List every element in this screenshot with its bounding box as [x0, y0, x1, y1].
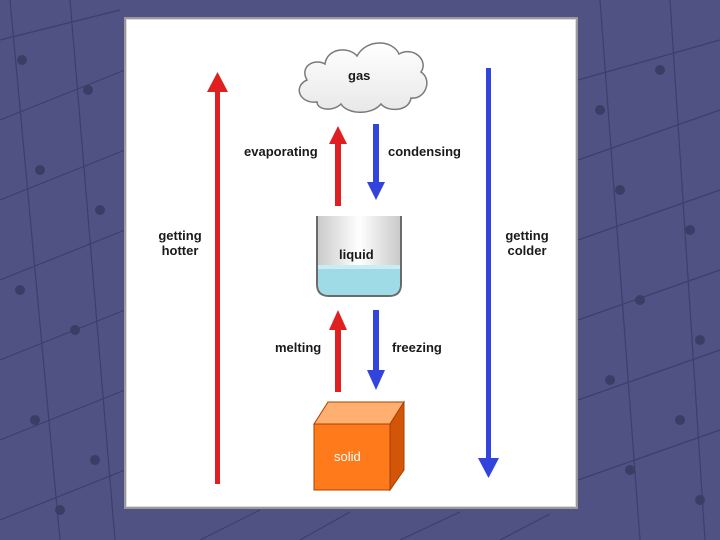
- solid-label: solid: [334, 449, 361, 464]
- getting-hotter-line1: getting: [158, 228, 202, 243]
- diagram-frame: gas evaporating condensing getting hotte…: [124, 17, 578, 509]
- getting-colder-arrow: [478, 68, 499, 478]
- states-of-matter-diagram: [207, 42, 499, 492]
- evaporating-arrow: [329, 126, 347, 206]
- gas-cloud: [298, 42, 428, 113]
- solid-cube: [313, 400, 405, 492]
- getting-hotter-line2: hotter: [161, 243, 199, 258]
- getting-hotter-label: getting hotter: [153, 228, 207, 258]
- getting-colder-label: getting colder: [499, 228, 555, 258]
- condensing-arrow: [367, 124, 385, 200]
- getting-colder-line2: colder: [507, 243, 547, 258]
- evaporating-label: evaporating: [244, 144, 318, 159]
- diagram-panel: gas evaporating condensing getting hotte…: [126, 19, 576, 507]
- freezing-arrow: [367, 310, 385, 390]
- freezing-label: freezing: [392, 340, 442, 355]
- liquid-beaker: [316, 216, 402, 297]
- getting-hotter-arrow: [207, 72, 228, 484]
- getting-colder-line1: getting: [505, 228, 549, 243]
- melting-arrow: [329, 310, 347, 392]
- gas-label: gas: [348, 68, 371, 83]
- melting-label: melting: [275, 340, 322, 355]
- liquid-label: liquid: [339, 247, 374, 262]
- condensing-label: condensing: [388, 144, 461, 159]
